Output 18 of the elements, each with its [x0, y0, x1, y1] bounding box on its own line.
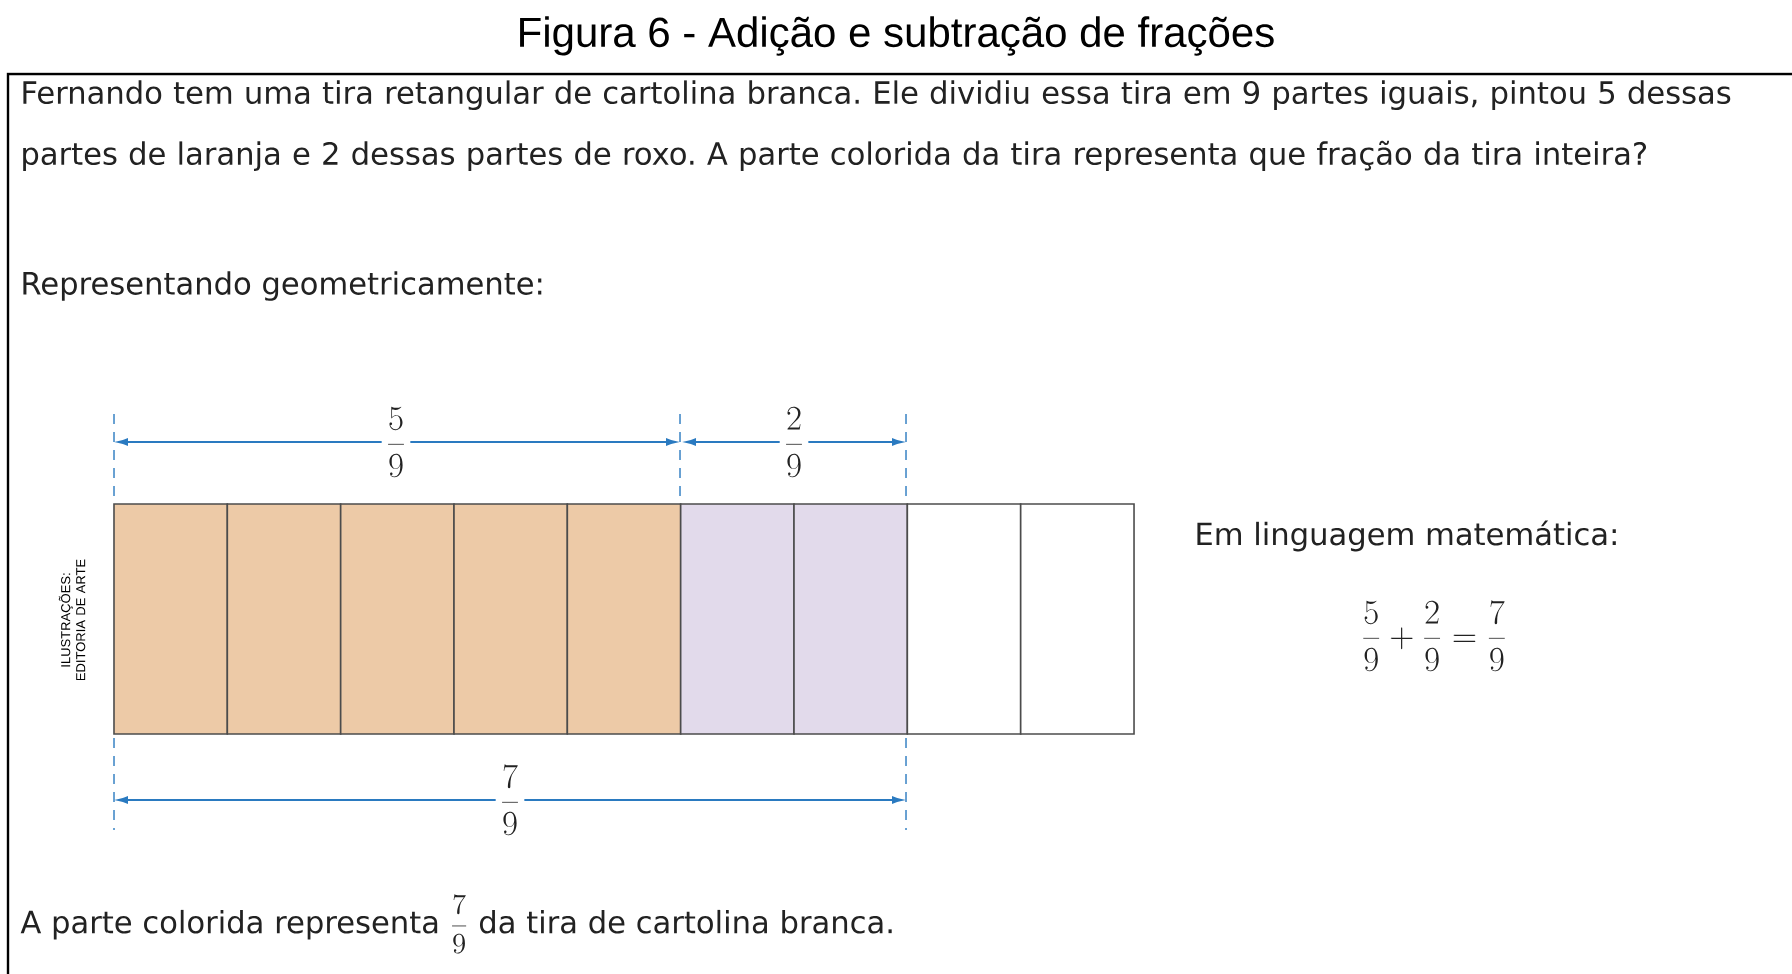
strip-cell [226, 503, 342, 735]
heading-text: Em linguagem matemática: [1197, 520, 1616, 552]
problem-text: Fernando tem uma tira retangular de cartolina branca. Ele dividiu essa tira em 9 partes iguais, pintou 5 dessas partes de laranja e 2 dessas partes de roxo. A parte colorida da tira representa que fração da tira inteira? [23, 80, 1731, 171]
fraction-label: $\frac{2}{9}$ [779, 403, 809, 481]
conclusion-text: A parte colorida representa $\frac{7}{9}$ da tira de cartolina branca. [20, 894, 892, 954]
strip-cell [453, 503, 569, 735]
strip-cell [566, 503, 682, 735]
prompt-text: Representando geometricamente: [23, 271, 542, 301]
strip-cell [679, 503, 795, 735]
strip-cell [113, 503, 229, 735]
strip-cell [793, 503, 909, 735]
title: Figura 6 - Adição e subtração de frações [520, 16, 1274, 56]
strip-cell [906, 503, 1022, 735]
equation: $\frac{5}{9}+\frac{2}{9}=\frac{7}{9}$ [1356, 597, 1512, 675]
fraction-label: $\frac{7}{9}$ [495, 761, 525, 839]
strip-cell [339, 503, 455, 735]
strip-cell [1019, 503, 1135, 735]
fraction-label: $\frac{5}{9}$ [381, 403, 411, 481]
